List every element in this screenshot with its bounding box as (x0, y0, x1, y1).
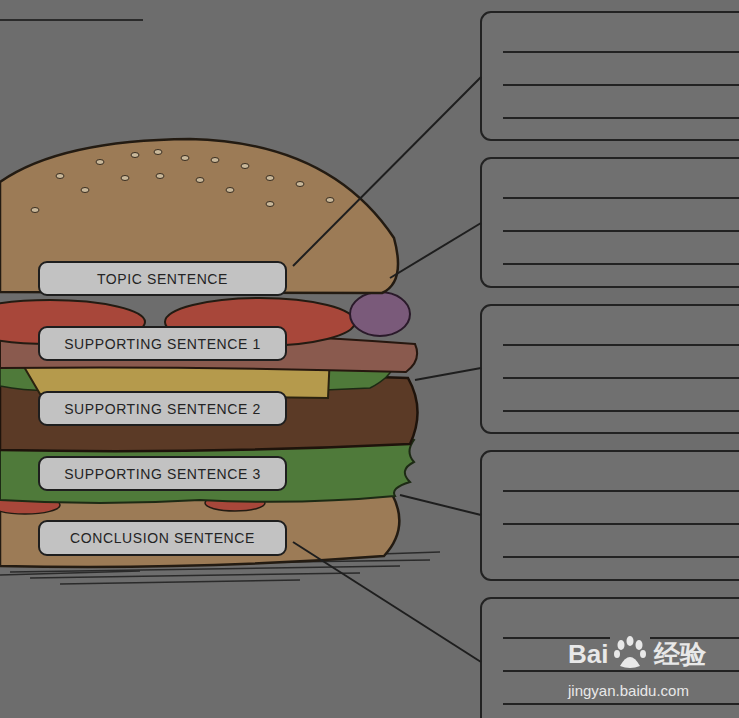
label-text: SUPPORTING SENTENCE 3 (64, 466, 261, 482)
onion (350, 292, 410, 336)
writing-box (481, 305, 739, 433)
sesame-seeds (31, 150, 334, 213)
label-text: SUPPORTING SENTENCE 2 (64, 401, 261, 417)
watermark-text: Bai (566, 640, 610, 669)
label-box: TOPIC SENTENCE (38, 261, 287, 296)
ruled-line (503, 410, 739, 412)
writing-boxes (481, 12, 739, 718)
leader-line (293, 77, 481, 266)
leader-line (293, 542, 481, 662)
ruled-line (503, 556, 739, 558)
label-box: SUPPORTING SENTENCE 1 (38, 326, 287, 361)
label-text: TOPIC SENTENCE (97, 271, 228, 287)
leader-lines (293, 77, 481, 662)
ruled-line (503, 51, 739, 53)
label-box: SUPPORTING SENTENCE 2 (38, 391, 287, 426)
ruled-line (503, 670, 739, 672)
writing-box (481, 158, 739, 287)
title-rule (0, 19, 143, 21)
label-box: SUPPORTING SENTENCE 3 (38, 456, 287, 491)
watermark-paw (610, 636, 650, 670)
leader-line (390, 223, 481, 278)
label-box: CONCLUSION SENTENCE (38, 520, 287, 556)
ruled-line (503, 377, 739, 379)
ruled-line (503, 197, 739, 199)
ruled-line (503, 230, 739, 232)
ruled-line (503, 523, 739, 525)
label-text: CONCLUSION SENTENCE (70, 530, 255, 546)
writing-box (481, 451, 739, 580)
ruled-line (503, 263, 739, 265)
writing-box (481, 598, 739, 718)
ruled-line (503, 703, 739, 705)
ruled-line (503, 344, 739, 346)
writing-box (481, 12, 739, 140)
leader-line (415, 368, 481, 380)
ruled-line (503, 490, 739, 492)
watermark-text: 经验 (652, 640, 708, 669)
leader-line (400, 495, 481, 515)
ruled-line (503, 84, 739, 86)
watermark-text: jingyan.baidu.com (566, 683, 691, 700)
ruled-line (503, 117, 739, 119)
label-text: SUPPORTING SENTENCE 1 (64, 336, 261, 352)
